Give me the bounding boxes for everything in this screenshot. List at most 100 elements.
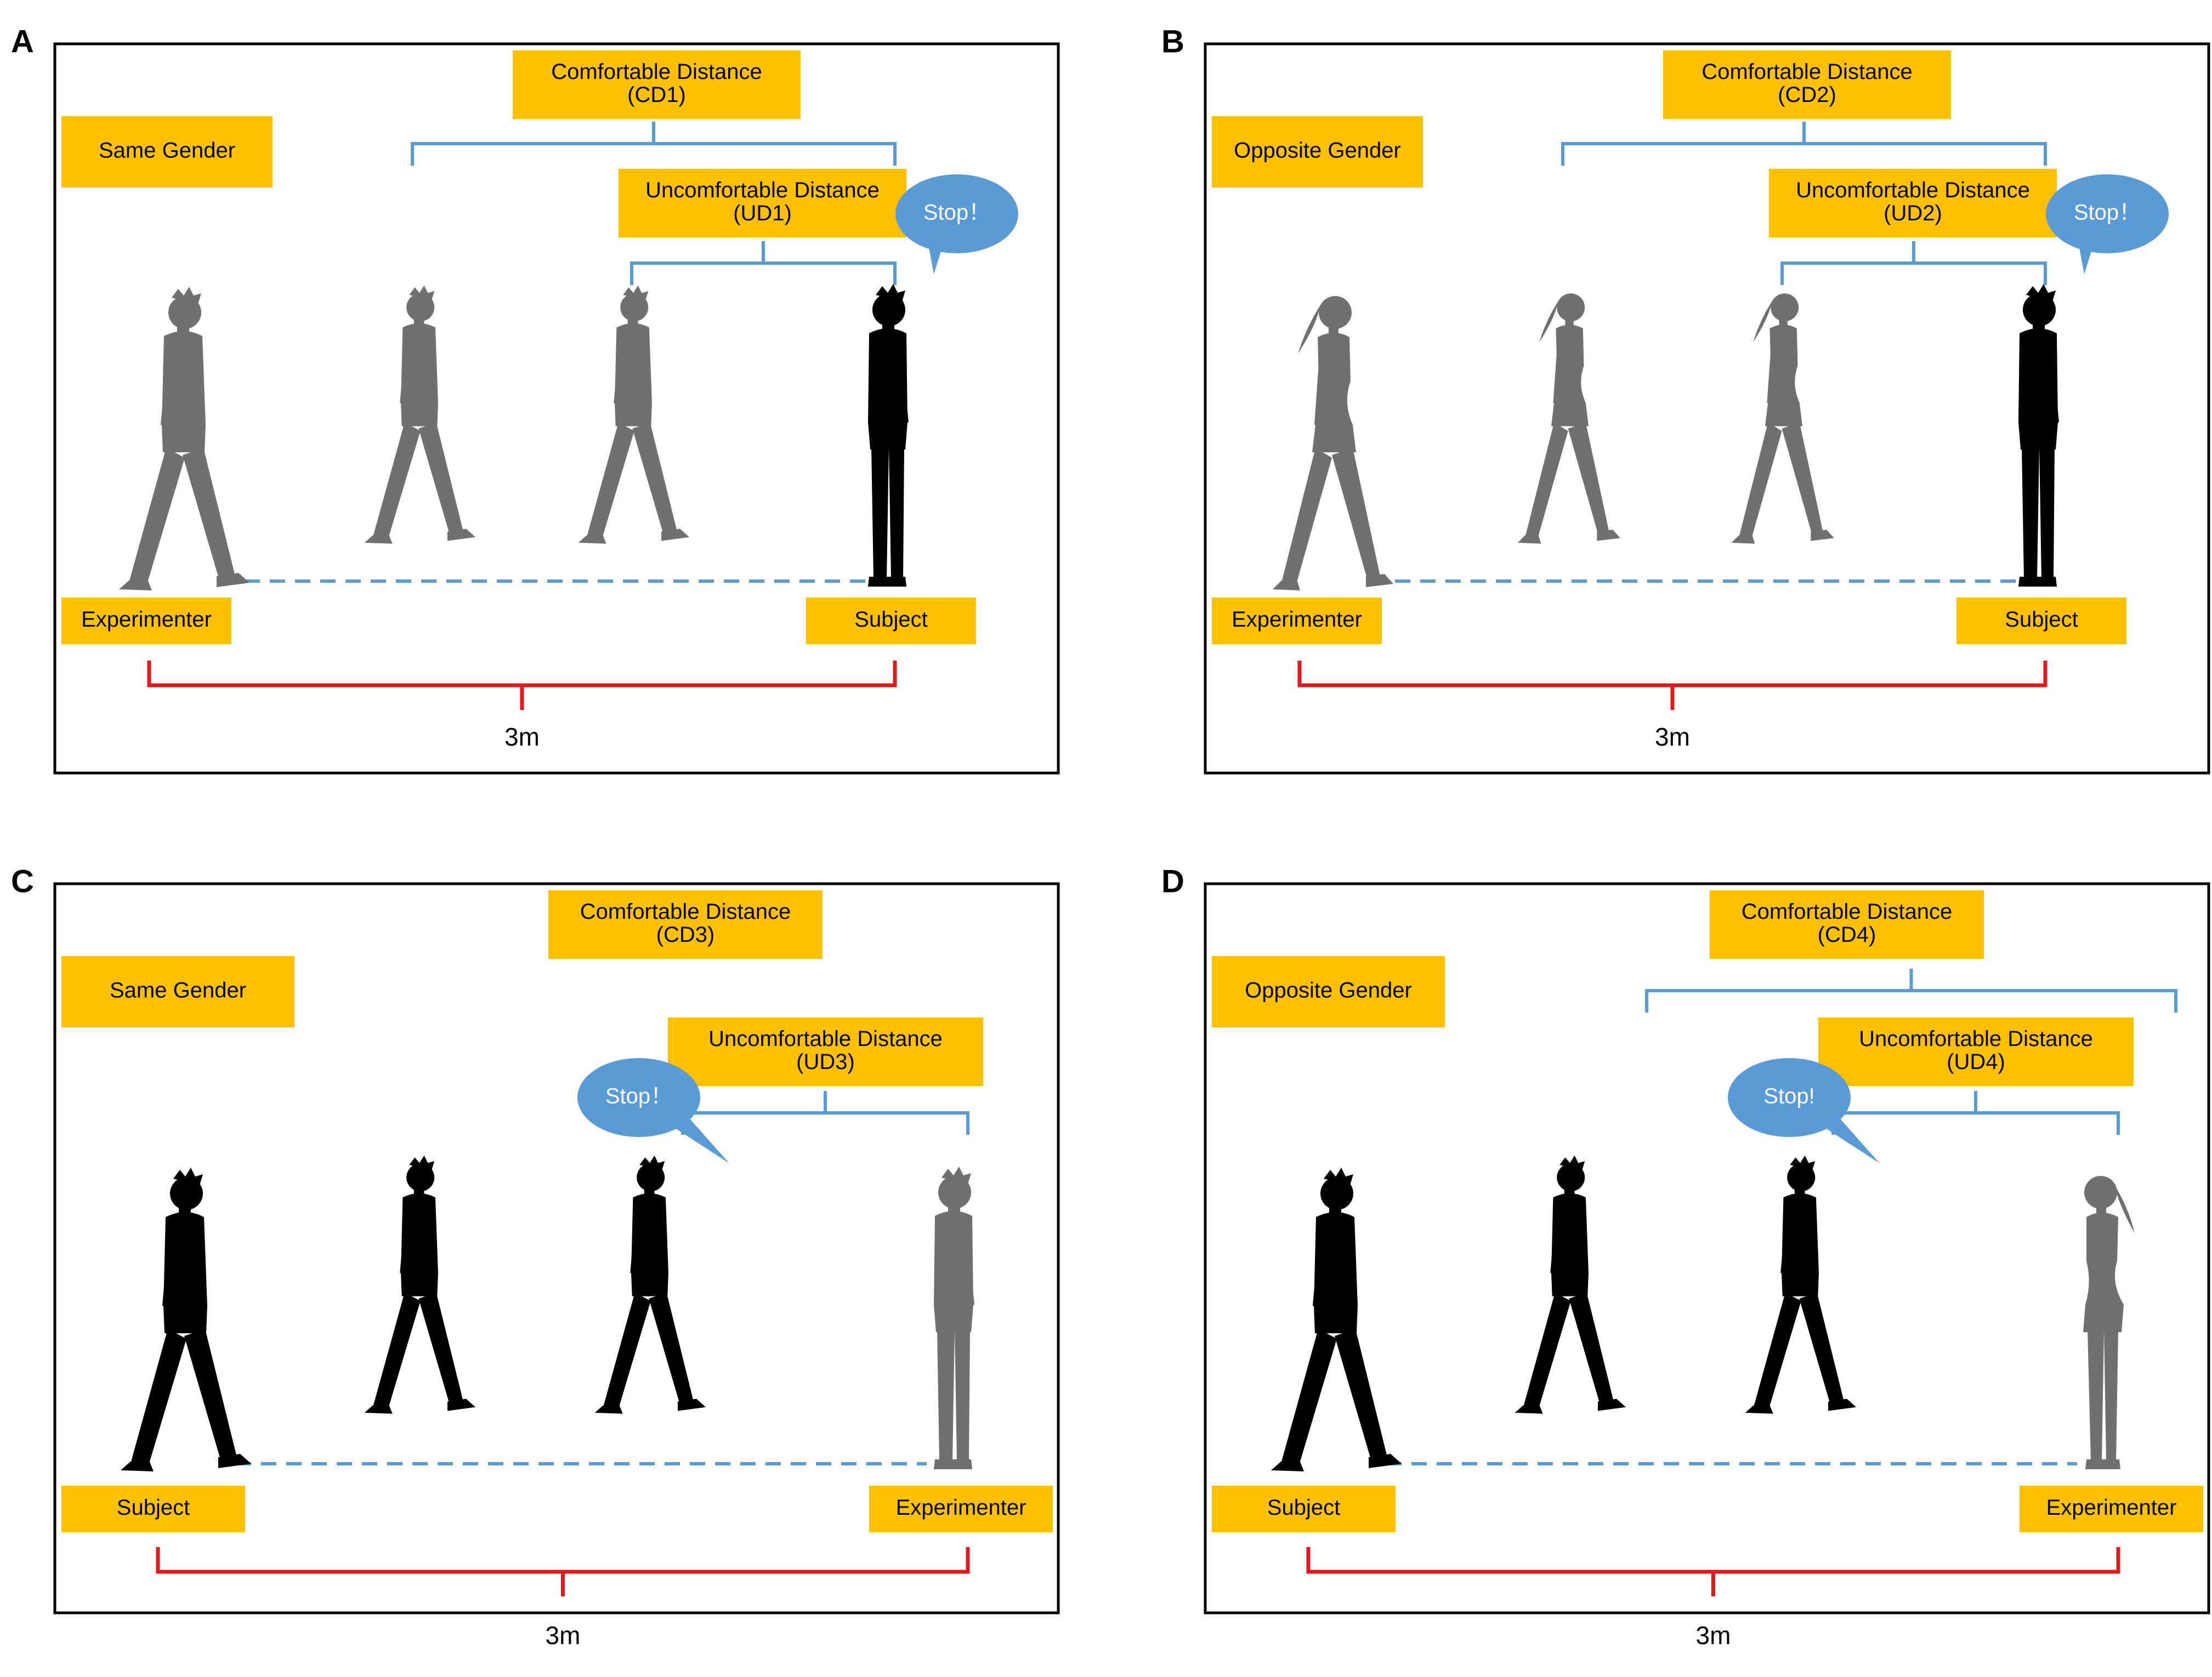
comfortable-distance-label-box: [1710, 890, 1984, 959]
total-distance-bracket: [1306, 1547, 2120, 1596]
comfortable-distance-label: Comfortable Distance(CD3): [548, 890, 823, 959]
uncomfortable-distance-label-box: [619, 169, 906, 237]
comfortable-distance-label-text-2: (CD3): [656, 923, 715, 947]
walking-subject-near: [594, 1155, 706, 1414]
uncomfortable-distance-label-text-2: (UD4): [1947, 1050, 2005, 1074]
walking-experimenter-start: [119, 287, 249, 590]
gender-label-text-1: Same Gender: [110, 979, 246, 1003]
gender-label-box: [61, 116, 273, 187]
uncomfortable-distance-label-box: [1769, 169, 2057, 237]
walking-experimenter-mid: [364, 285, 475, 544]
stop-speech-bubble: Stop！: [577, 1058, 729, 1163]
right-role-label-text-1: Subject: [854, 607, 927, 632]
uncomfortable-distance-label-text-1: Uncomfortable Distance: [1859, 1027, 2093, 1051]
stop-speech-bubble: Stop！: [2046, 174, 2169, 274]
left-role-label-text-1: Subject: [117, 1496, 190, 1520]
left-role-label-text-1: Experimenter: [81, 607, 212, 632]
comfortable-distance-label-text-2: (CD1): [627, 83, 686, 107]
uncomfortable-distance-label-text-2: (UD3): [796, 1050, 855, 1074]
panel-frame: [1204, 42, 2210, 775]
total-distance-label: 3m: [546, 1621, 581, 1650]
stop-speech-bubble: Stop!: [1728, 1058, 1880, 1163]
stop-speech-bubble-shape: [2046, 174, 2169, 253]
total-distance-label: 3m: [504, 723, 540, 751]
walking-subject-near: [1745, 1155, 1856, 1414]
gender-label-box: [1212, 116, 1423, 187]
walking-subject-start: [121, 1168, 251, 1471]
gender-label: Opposite Gender: [1212, 956, 1445, 1027]
walking-experimenter-mid: [1517, 293, 1620, 544]
uncomfortable-distance-label-box: [1818, 1017, 2134, 1086]
walking-subject-start: [1271, 1168, 1402, 1471]
gender-label: Same Gender: [61, 956, 294, 1027]
uncomfortable-distance-bracket: [681, 1091, 969, 1135]
comfortable-distance-label-text-1: Comfortable Distance: [580, 900, 791, 924]
panel-a: A Same Gender Comfortable Distance(CD1) Unc…: [11, 24, 1060, 775]
standing-subject: [2018, 284, 2059, 587]
walking-experimenter-start: [1273, 296, 1393, 590]
gender-label: Same Gender: [61, 116, 273, 187]
standing-experimenter: [2083, 1176, 2135, 1469]
uncomfortable-distance-label-text-1: Uncomfortable Distance: [645, 178, 880, 202]
left-role-label-box: [1212, 598, 1382, 644]
gender-label-box: [1212, 956, 1445, 1027]
uncomfortable-distance-label: Uncomfortable Distance(UD1): [619, 169, 906, 237]
comfortable-distance-label-text-2: (CD2): [1778, 83, 1836, 107]
left-role-label-box: [61, 1486, 245, 1532]
panel-c: C Same Gender Comfortable Distance(CD3) Unc…: [11, 863, 1060, 1650]
left-role-label: Subject: [1212, 1486, 1396, 1532]
left-role-label-box: [61, 598, 231, 644]
right-role-label-box: [2020, 1486, 2203, 1532]
right-role-label: Subject: [806, 598, 976, 644]
total-distance-label: 3m: [1696, 1621, 1731, 1650]
walking-experimenter-near: [578, 285, 689, 544]
comfortable-distance-label: Comfortable Distance(CD2): [1663, 50, 1951, 119]
comfortable-distance-bracket: [411, 122, 897, 166]
comfortable-distance-label-box: [1663, 50, 1951, 119]
right-role-label-box: [869, 1486, 1053, 1532]
comfortable-distance-label-text-2: (CD4): [1818, 923, 1876, 947]
right-role-label-box: [806, 598, 976, 644]
total-distance-label: 3m: [1655, 723, 1690, 751]
walking-subject-mid: [364, 1155, 475, 1414]
gender-label-text-1: Opposite Gender: [1245, 979, 1412, 1003]
stop-speech-bubble-shape: [1728, 1058, 1851, 1137]
uncomfortable-distance-label: Uncomfortable Distance(UD3): [668, 1017, 983, 1086]
comfortable-distance-bracket: [1645, 969, 2177, 1013]
gender-label-text-1: Opposite Gender: [1234, 139, 1401, 163]
uncomfortable-distance-label-text-2: (UD2): [1884, 201, 1942, 225]
comfortable-distance-bracket: [1561, 122, 2047, 166]
stop-speech-bubble-text: Stop！: [923, 201, 990, 225]
uncomfortable-distance-label-text-1: Uncomfortable Distance: [708, 1027, 943, 1051]
panel-frame: [1204, 882, 2210, 1615]
left-role-label: Experimenter: [61, 598, 231, 644]
panel-letter: C: [11, 863, 34, 899]
stop-speech-bubble-shape: [895, 174, 1018, 253]
standing-experimenter: [934, 1167, 974, 1469]
stop-speech-bubble: Stop！: [895, 174, 1018, 274]
uncomfortable-distance-bracket: [1831, 1091, 2120, 1135]
panel-frame: [53, 882, 1060, 1615]
comfortable-distance-label: Comfortable Distance(CD4): [1710, 890, 1984, 959]
right-role-label-box: [1956, 598, 2126, 644]
uncomfortable-distance-bracket: [630, 241, 897, 285]
gender-label-box: [61, 956, 294, 1027]
uncomfortable-distance-label: Uncomfortable Distance(UD2): [1769, 169, 2057, 237]
comfortable-distance-label-box: [548, 890, 823, 959]
uncomfortable-distance-label-text-1: Uncomfortable Distance: [1796, 178, 2030, 202]
walking-experimenter-near: [1731, 293, 1834, 544]
left-role-label: Subject: [61, 1486, 245, 1532]
comfortable-distance-label-box: [513, 50, 801, 119]
comfortable-distance-label-text-1: Comfortable Distance: [551, 60, 762, 84]
total-distance-bracket: [147, 661, 897, 710]
comfortable-distance-label-text-1: Comfortable Distance: [1742, 900, 1953, 924]
right-role-label: Experimenter: [869, 1486, 1053, 1532]
stop-speech-bubble-text: Stop!: [1763, 1084, 1814, 1108]
panel-letter: A: [11, 24, 34, 59]
left-role-label-box: [1212, 1486, 1396, 1532]
panel-frame: [53, 42, 1060, 775]
